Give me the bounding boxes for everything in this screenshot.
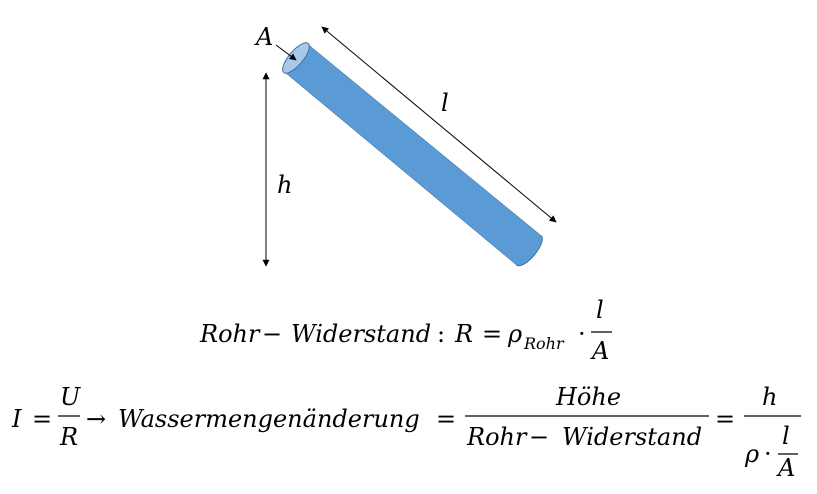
formula-resistance: Rohr − Widerstand : R = ρ Rohr · l A: [199, 296, 612, 365]
f2-den-b: Widerstand: [562, 423, 702, 451]
f2-rho: ρ: [744, 440, 759, 468]
f2-eq2: =: [436, 405, 456, 433]
f1-rho-sub: Rohr: [523, 334, 565, 353]
f2-inner-den: A: [776, 454, 795, 482]
f1-numerator: l: [596, 296, 604, 324]
f1-denominator: A: [590, 337, 609, 365]
f2-h: h: [762, 383, 777, 411]
f1-minus: −: [262, 320, 282, 348]
f2-R: R: [59, 423, 78, 451]
f2-arrow: →: [86, 405, 106, 433]
f2-den-a: Rohr: [466, 423, 528, 451]
f2-inner-num: l: [782, 422, 790, 450]
f2-word: Wassermengenänderung: [118, 405, 420, 433]
f2-eq3: =: [715, 405, 735, 433]
area-arrow: [275, 44, 297, 61]
f1-dot: ·: [578, 320, 586, 348]
f1-prefix: Rohr: [199, 320, 261, 348]
f2-eq1: =: [32, 405, 52, 433]
area-label: A: [254, 23, 273, 51]
f2-den-minus: −: [529, 423, 549, 451]
f1-colon: :: [437, 320, 445, 348]
length-label: l: [441, 89, 449, 117]
f2-I: I: [11, 405, 22, 433]
f2-num: Höhe: [555, 383, 621, 411]
height-label: h: [277, 171, 292, 199]
pipe: [282, 42, 543, 267]
f1-word2: Widerstand: [291, 320, 431, 348]
pipe-body-cover: [285, 44, 541, 265]
length-arrow: [321, 26, 557, 223]
formula-water-change: I = U R → Wassermengenänderung = Höhe Ro…: [11, 383, 801, 482]
f2-dot: ·: [764, 440, 772, 468]
f1-lhs: R: [454, 320, 473, 348]
f2-U: U: [60, 383, 81, 411]
f1-rho: ρ: [507, 320, 522, 348]
f1-equals: =: [482, 320, 502, 348]
